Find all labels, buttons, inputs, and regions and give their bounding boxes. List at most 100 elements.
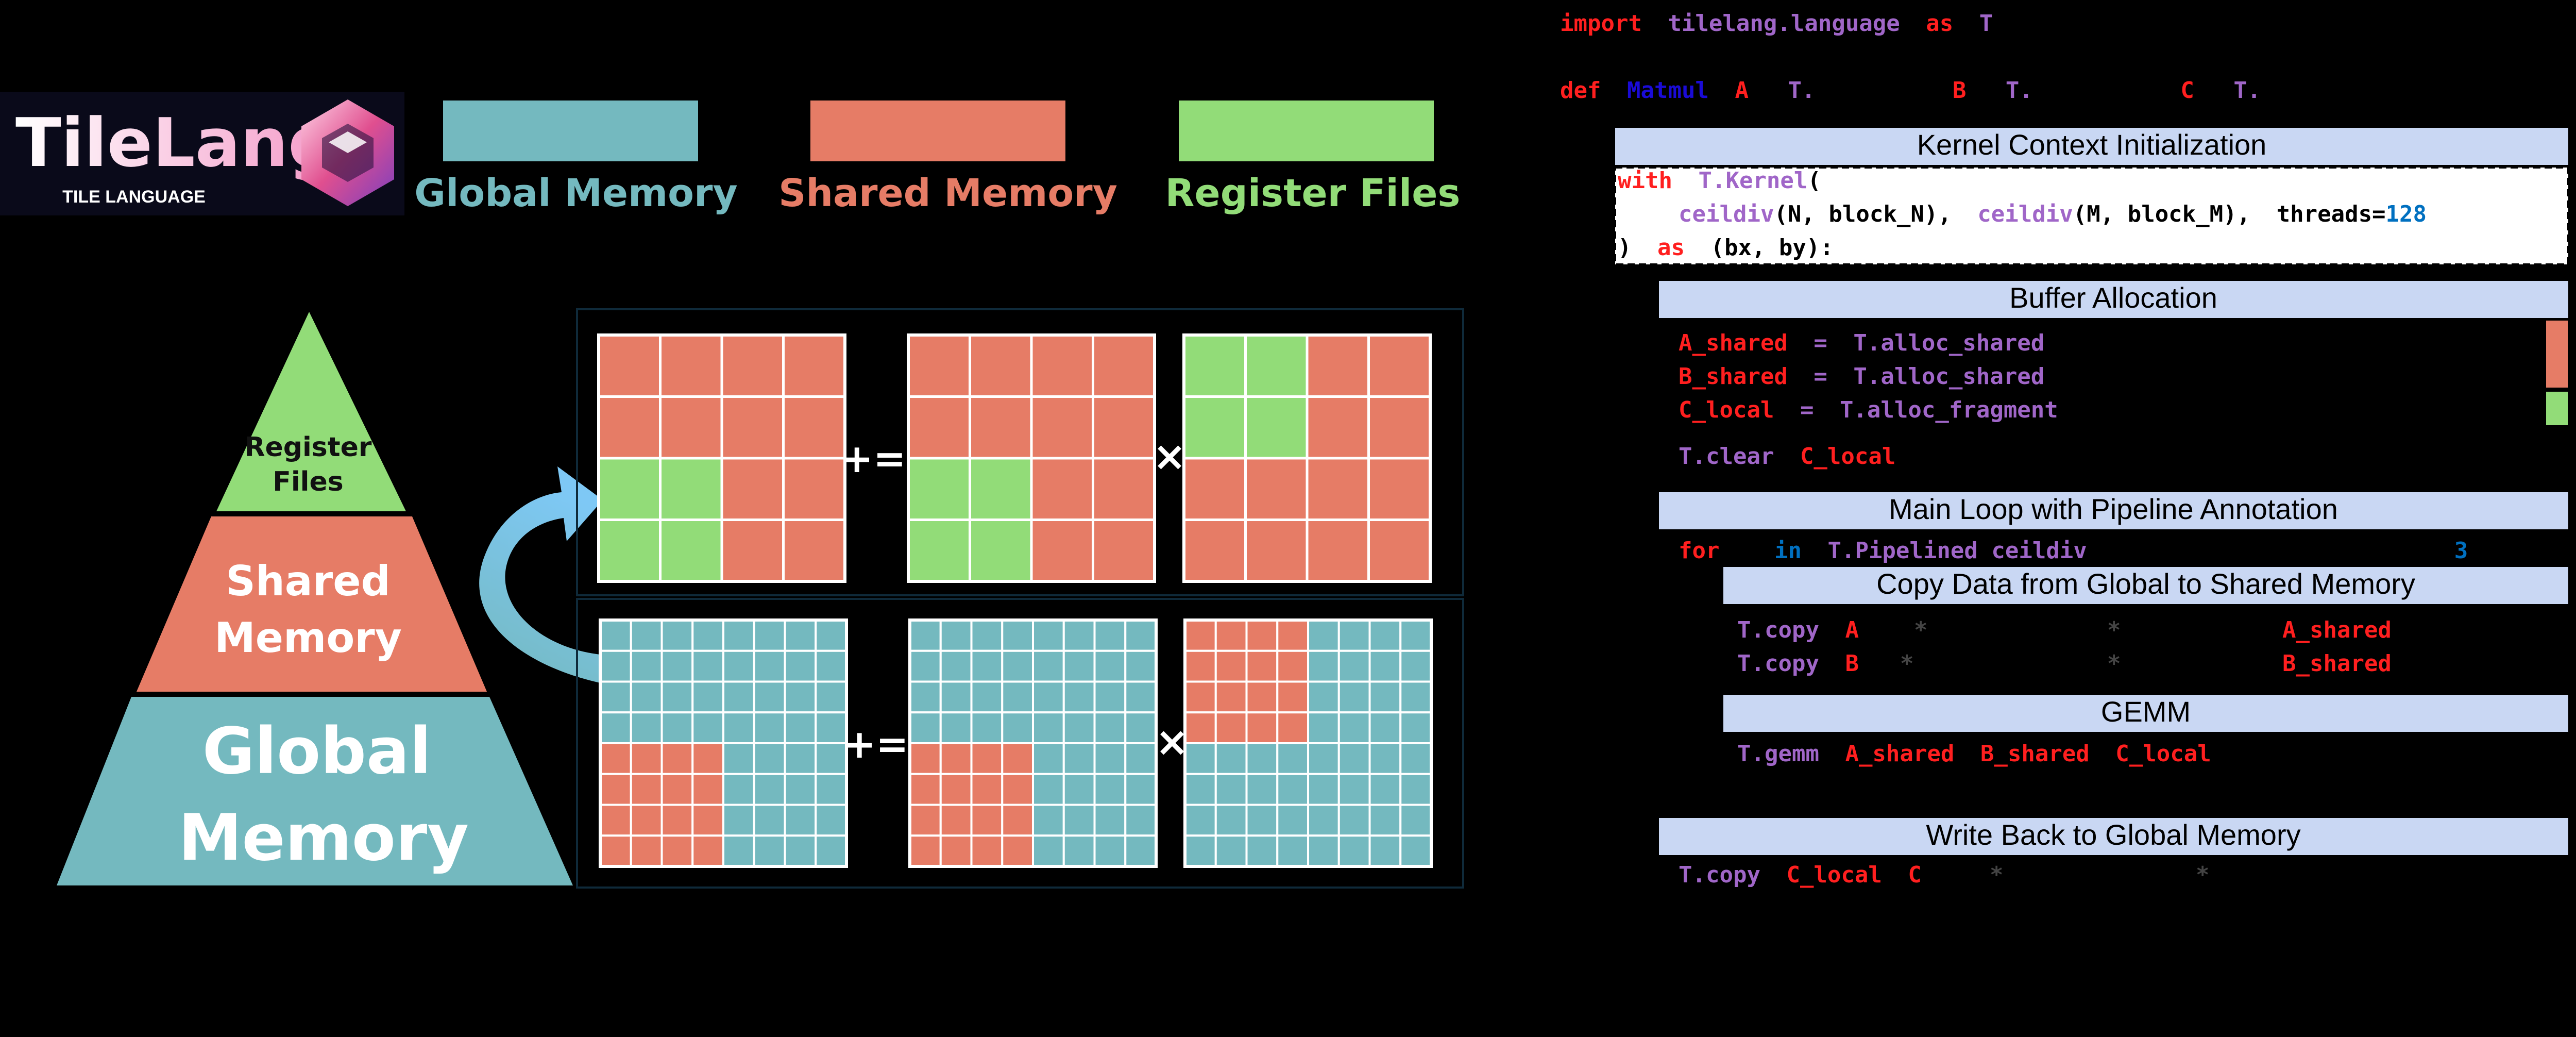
tile-cell <box>753 773 786 806</box>
tile-cell <box>939 834 973 867</box>
tile-cell <box>1244 395 1309 460</box>
section-header-write <box>1659 818 2568 855</box>
tile-cell <box>1032 680 1065 714</box>
tile-cell <box>630 711 663 744</box>
buffer-shared-marker <box>2546 321 2568 388</box>
tile-cell <box>1062 649 1096 683</box>
code-copy-b-star1: * <box>1900 650 1914 677</box>
tile-cell <box>1276 804 1309 837</box>
tile-cell <box>1368 649 1402 683</box>
tile-cell <box>1062 773 1096 806</box>
tile-cell <box>1276 834 1309 867</box>
tile-cell <box>1337 649 1371 683</box>
tile-cell <box>1399 742 1432 775</box>
tile-cell <box>691 680 724 714</box>
tile-cell <box>599 773 632 806</box>
code-import-line: import tilelang.language as T <box>1560 10 1993 37</box>
tile-cell <box>815 619 848 652</box>
tile-cell <box>722 742 755 775</box>
tile-cell <box>784 804 817 837</box>
tile-cell <box>753 834 786 867</box>
tile-cell <box>691 773 724 806</box>
tile-b-shared <box>1183 618 1433 868</box>
tile-cell <box>1032 619 1065 652</box>
code-copy-b-line: T.copy B <box>1737 650 1859 677</box>
tile-cell <box>1124 834 1157 867</box>
tile-cell <box>1030 518 1094 583</box>
tile-cell <box>782 518 846 583</box>
pyramid-global-line2: Memory <box>178 801 469 875</box>
tile-cell <box>784 742 817 775</box>
pyramid-shared-memory <box>137 516 487 692</box>
tile-cell <box>1092 333 1156 398</box>
tile-cell <box>1276 680 1309 714</box>
tile-cell <box>1307 680 1340 714</box>
tile-cell <box>1092 518 1156 583</box>
tile-cell <box>1214 680 1248 714</box>
tile-cell <box>1307 804 1340 837</box>
tile-cell <box>1092 457 1156 521</box>
tile-cell <box>753 649 786 683</box>
tile-cell <box>1307 773 1340 806</box>
tile-cell <box>1030 457 1094 521</box>
tile-cell <box>753 619 786 652</box>
legend: Global Memory Shared Memory Register Fil… <box>414 101 1460 215</box>
memory-pyramid: Register Files Shared Memory Global Memo… <box>57 312 573 885</box>
tile-cell <box>784 619 817 652</box>
section-header-write-label: Write Back to Global Memory <box>1926 818 2300 851</box>
code-copy-a-line: T.copy A <box>1737 617 1859 643</box>
section-header-gemm-label: GEMM <box>2101 695 2191 728</box>
pyramid-global-memory <box>57 697 573 885</box>
tile-cell <box>970 649 1004 683</box>
tile-cell <box>1032 742 1065 775</box>
tile-cell <box>1368 742 1402 775</box>
code-writeback-star1: * <box>1990 862 2004 888</box>
tile-cell <box>753 680 786 714</box>
tile-cell <box>691 649 724 683</box>
tile-cell <box>660 742 694 775</box>
tile-cell <box>599 619 632 652</box>
code-copy-a-dst: A_shared <box>2282 617 2392 643</box>
tile-cell <box>939 619 973 652</box>
tile-cell <box>1306 457 1370 521</box>
tile-cell <box>1184 834 1217 867</box>
pyramid-register-line2: Files <box>273 466 343 497</box>
tile-cell <box>720 518 785 583</box>
tile-cell <box>782 395 846 460</box>
tile-cell <box>969 395 1033 460</box>
tile-cell <box>1276 742 1309 775</box>
tile-cell <box>970 742 1004 775</box>
legend-label-shared: Shared Memory <box>778 171 1117 215</box>
tile-cell <box>1245 711 1279 744</box>
tile-cell <box>1306 395 1370 460</box>
tile-cell <box>1093 773 1127 806</box>
buffer-register-marker <box>2546 392 2568 425</box>
tile-cell <box>722 834 755 867</box>
tile-cell <box>969 457 1033 521</box>
tile-cell <box>1032 834 1065 867</box>
tile-cell <box>1184 742 1217 775</box>
code-close-line: ) as (bx, by): <box>1618 235 1834 261</box>
tile-cell <box>1367 333 1432 398</box>
pyramid-shared-line2: Memory <box>214 614 402 662</box>
tile-cell <box>1182 457 1247 521</box>
tile-cell <box>1093 711 1127 744</box>
tile-cell <box>630 680 663 714</box>
tile-cell <box>1001 619 1034 652</box>
accumulate-operator-bottom: += <box>843 721 908 767</box>
tile-cell <box>1030 333 1094 398</box>
code-panel: import tilelang.language as T def Matmul… <box>1560 10 2569 888</box>
tile-cell <box>1307 711 1340 744</box>
tile-border <box>908 618 1158 868</box>
tile-cell <box>599 804 632 837</box>
tile-cell <box>1124 773 1157 806</box>
code-b-shared-alloc: B_shared = T.alloc_shared <box>1679 363 2044 390</box>
tile-cell <box>1399 619 1432 652</box>
tile-cell <box>1001 711 1034 744</box>
tile-cell <box>720 395 785 460</box>
section-header-copy-label: Copy Data from Global to Shared Memory <box>1876 567 2415 600</box>
code-writeback-star2: * <box>2196 862 2210 888</box>
tile-cell <box>1368 804 1402 837</box>
pyramid-shared-line1: Shared <box>226 557 391 605</box>
code-with-line: with T.Kernel( <box>1618 168 1821 194</box>
